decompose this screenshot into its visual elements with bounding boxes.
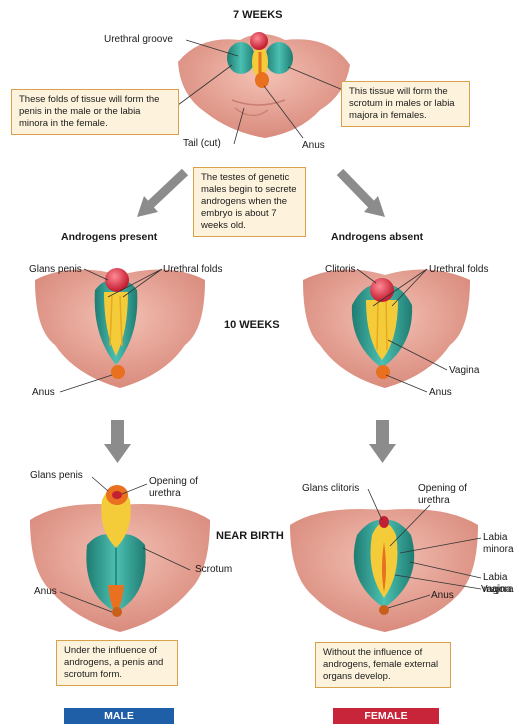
header-androgens-present: Androgens present: [61, 231, 157, 243]
label-anus-male-birth: Anus: [34, 586, 57, 598]
label-clitoris: Clitoris: [325, 264, 356, 276]
label-glans-penis-10wk: Glans penis: [29, 264, 82, 276]
label-urethral-folds-female: Urethral folds: [429, 264, 488, 276]
note-male-outcome: Under the influence of androgens, a peni…: [56, 640, 178, 686]
down-arrow-icon: [369, 420, 396, 463]
note-testes: The testes of genetic males begin to sec…: [193, 167, 306, 237]
diagonal-arrow-icon: [137, 172, 185, 217]
label-tail: Tail (cut): [183, 138, 221, 150]
near-birth-female: [290, 509, 478, 632]
stage-title-7-weeks: 7 WEEKS: [233, 9, 283, 21]
label-anus-male-10wk: Anus: [32, 387, 55, 399]
down-arrow-icon: [104, 420, 131, 463]
label-glans-penis-birth: Glans penis: [30, 470, 83, 482]
stage-title-10-weeks: 10 WEEKS: [224, 319, 280, 331]
sex-bar-female: FEMALE: [333, 708, 439, 724]
label-anus-7wk: Anus: [302, 140, 325, 152]
note-tissue: This tissue will form the scrotum in mal…: [341, 81, 470, 127]
diagonal-arrow-icon: [340, 172, 385, 217]
label-urethral-groove: Urethral groove: [104, 34, 173, 46]
header-androgens-absent: Androgens absent: [331, 231, 423, 243]
label-vagina-birth: Vagina: [481, 584, 511, 596]
label-labia-minora: Labia minora: [483, 532, 514, 556]
label-anus-female-birth: Anus: [431, 590, 454, 602]
embryo-10-weeks-female: [303, 270, 470, 388]
label-urethral-folds-male: Urethral folds: [163, 264, 222, 276]
note-folds: These folds of tissue will form the peni…: [11, 89, 179, 135]
label-anus-female-10wk: Anus: [429, 387, 452, 399]
stage-title-near-birth: NEAR BIRTH: [216, 530, 284, 542]
label-vagina-10wk: Vagina: [449, 365, 479, 377]
sex-bar-male: MALE: [64, 708, 174, 724]
embryo-10-weeks-male: [35, 268, 205, 388]
embryo-7-weeks: [178, 32, 350, 138]
note-female-outcome: Without the influence of androgens, fema…: [315, 642, 451, 688]
label-opening-urethra-female: Opening of urethra: [418, 483, 467, 507]
label-glans-clitoris: Glans clitoris: [302, 483, 359, 495]
label-opening-urethra-male: Opening of urethra: [149, 476, 198, 500]
near-birth-male: [30, 485, 210, 632]
label-scrotum: Scrotum: [195, 564, 232, 576]
